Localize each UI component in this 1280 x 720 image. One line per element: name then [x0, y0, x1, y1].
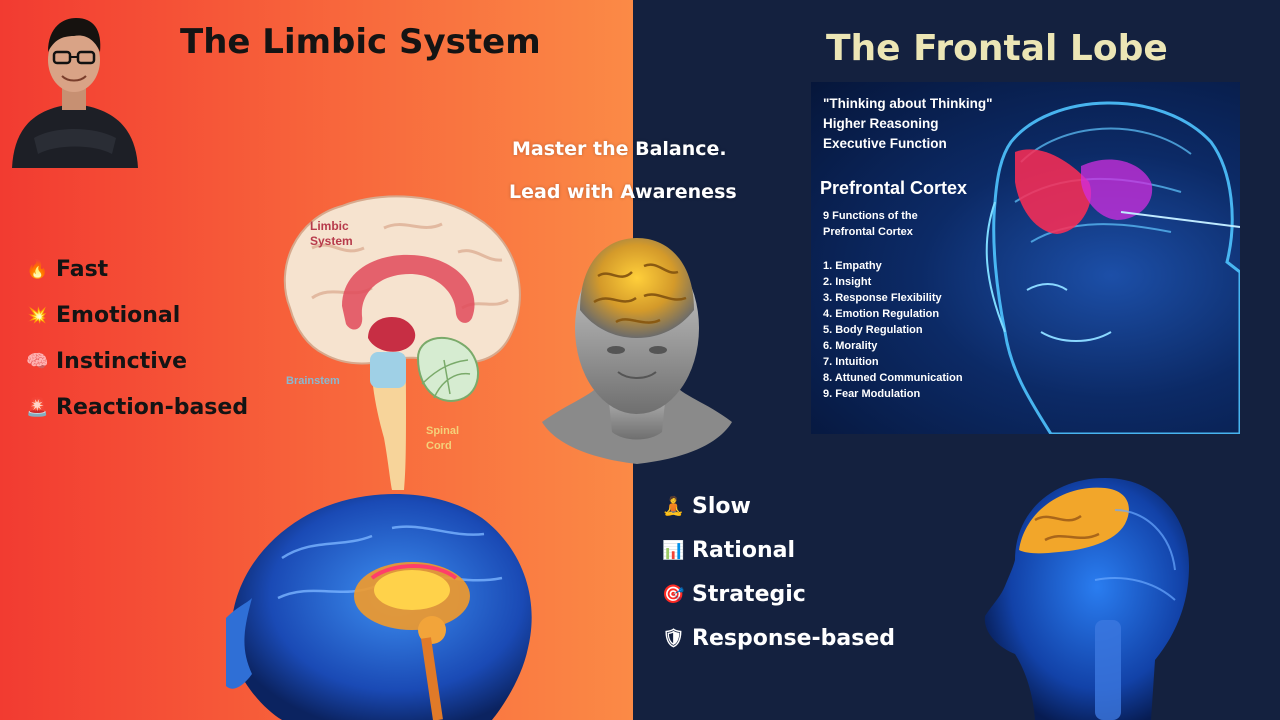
limbic-trait: 🚨 Reaction-based	[26, 384, 248, 430]
limbic-title: The Limbic System	[180, 22, 541, 62]
pfc-heading: Prefrontal Cortex	[820, 178, 968, 198]
presenter-avatar	[12, 18, 138, 168]
fire-icon: 🔥	[26, 258, 49, 280]
pfc-function: 5. Body Regulation	[823, 324, 923, 336]
trait-label: Strategic	[692, 581, 806, 607]
pfc-function: 1. Empathy	[823, 260, 882, 272]
frontal-trait: 🛡 Response-based	[662, 616, 895, 660]
bar-chart-icon: 📊	[662, 539, 685, 561]
frontal-head-illustration	[984, 478, 1189, 720]
brainstem-label: Brainstem	[286, 375, 340, 387]
limbic-trait: 🔥 Fast	[26, 246, 248, 292]
shield-icon: 🛡	[662, 627, 685, 649]
target-icon: 🎯	[662, 583, 685, 605]
trait-label: Fast	[56, 256, 109, 282]
meditation-icon: 🧘	[662, 495, 685, 517]
limbic-trait: 🧠 Instinctive	[26, 338, 248, 384]
limbic-head-illustration	[226, 493, 532, 720]
trait-label: Instinctive	[56, 348, 188, 374]
brain-icon: 🧠	[26, 350, 49, 372]
trait-label: Emotional	[56, 302, 181, 328]
pfc-line: Higher Reasoning	[823, 116, 939, 131]
pfc-function: 9. Fear Modulation	[823, 388, 921, 400]
prefrontal-cortex-card: "Thinking about Thinking" Higher Reasoni…	[811, 82, 1240, 434]
trait-label: Response-based	[692, 625, 895, 651]
limbic-diagram-label: Limbic System	[310, 219, 353, 248]
pfc-intro-lines: "Thinking about Thinking" Higher Reasoni…	[823, 94, 993, 154]
pfc-function-list: 1. Empathy 2. Insight 3. Response Flexib…	[823, 258, 963, 402]
frontal-trait: 🎯 Strategic	[662, 572, 895, 616]
pfc-line: Executive Function	[823, 136, 947, 151]
pfc-function: 8. Attuned Communication	[823, 372, 963, 384]
pfc-function: 7. Intuition	[823, 356, 879, 368]
limbic-trait: 💥 Emotional	[26, 292, 248, 338]
frontal-title: The Frontal Lobe	[826, 28, 1168, 69]
glowing-head-illustration	[542, 238, 732, 464]
pfc-function: 4. Emotion Regulation	[823, 308, 940, 320]
limbic-label-line-2: System	[310, 234, 353, 248]
trait-label: Rational	[692, 537, 796, 563]
pfc-function: 6. Morality	[823, 340, 878, 352]
siren-icon: 🚨	[26, 396, 49, 418]
pfc-function: 2. Insight	[823, 276, 872, 288]
limbic-label-line-1: Limbic	[310, 219, 349, 233]
spinal-cord-label: Spinal Cord	[426, 425, 462, 452]
pfc-subheading: 9 Functions of the Prefrontal Cortex	[823, 210, 918, 238]
pfc-function: 3. Response Flexibility	[823, 292, 942, 304]
limbic-trait-list: 🔥 Fast 💥 Emotional 🧠 Instinctive 🚨 Reaction-…	[26, 246, 248, 430]
collision-icon: 💥	[26, 304, 49, 326]
pfc-line: "Thinking about Thinking"	[823, 96, 993, 111]
tagline-awareness: Lead with Awareness	[509, 181, 737, 203]
prefrontal-head-art	[985, 101, 1240, 434]
frontal-trait: 🧘 Slow	[662, 484, 895, 528]
limbic-system-diagram: Limbic System Brainstem Spinal Cord	[283, 195, 521, 490]
trait-label: Slow	[692, 493, 751, 519]
tagline-balance: Master the Balance.	[512, 138, 727, 160]
trait-label: Reaction-based	[56, 394, 249, 420]
frontal-trait: 📊 Rational	[662, 528, 895, 572]
frontal-trait-list: 🧘 Slow 📊 Rational 🎯 Strategic 🛡 Response-bas…	[662, 484, 895, 660]
